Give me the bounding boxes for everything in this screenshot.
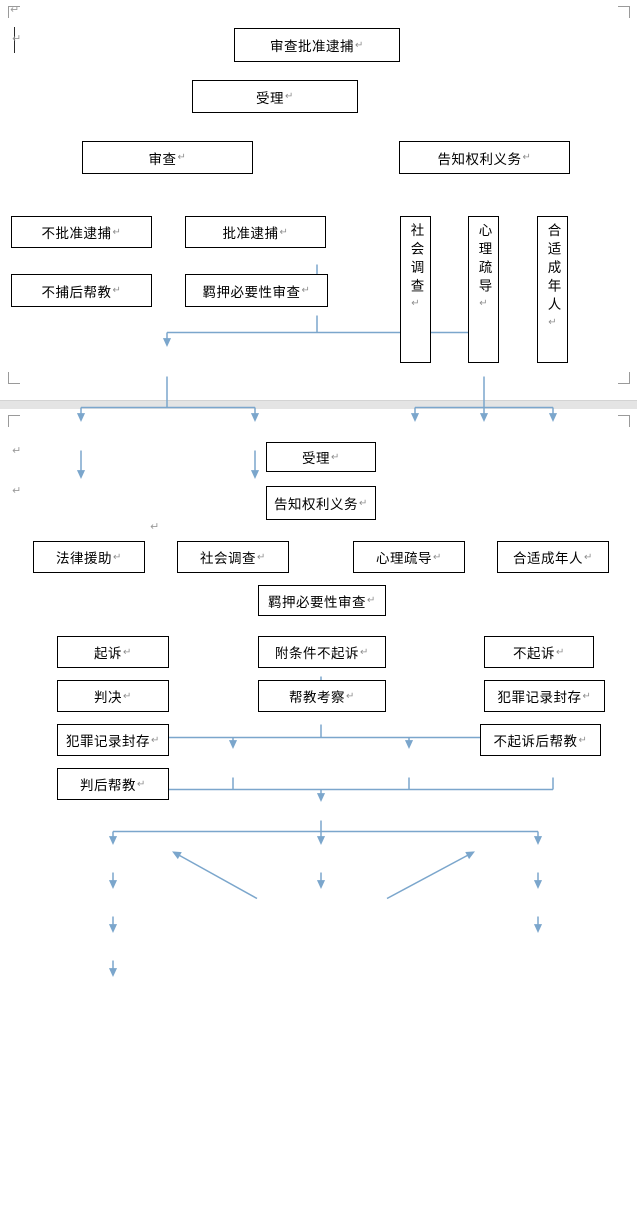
node-post-judgment-help[interactable]: 判后帮教↵ — [57, 768, 169, 800]
node-label: 判后帮教 — [80, 778, 137, 793]
node-label: 受理 — [256, 90, 285, 106]
node-suitable-adult[interactable]: 合适成年人↵ — [497, 541, 609, 573]
paragraph-mark: ↵ — [10, 3, 20, 16]
node-label: 判决 — [94, 690, 123, 705]
text-cursor-bar — [14, 27, 15, 53]
paragraph-mark: ↵ — [355, 39, 364, 51]
paragraph-mark: ↵ — [578, 734, 588, 746]
paragraph-mark: ↵ — [123, 646, 132, 658]
crop-mark-bottom-left — [8, 372, 20, 384]
paragraph-mark: ↵ — [113, 551, 122, 563]
paragraph-mark: ↵ — [582, 690, 592, 702]
node-no-approve-arrest[interactable]: 不批准逮捕↵ — [11, 216, 152, 248]
node-label: 不起诉 — [513, 646, 556, 661]
crop-mark-top-right — [618, 415, 630, 427]
node-label: 法律援助 — [56, 551, 113, 566]
node-post-no-arrest-help[interactable]: 不捕后帮教↵ — [11, 274, 152, 307]
node-label: 社会调查 — [200, 551, 257, 566]
node-non-prosecution[interactable]: 不起诉↵ — [484, 636, 594, 668]
node-label: 合适成年人 — [513, 551, 584, 566]
paragraph-mark: ↵ — [359, 497, 368, 509]
paragraph-mark: ↵ — [151, 734, 160, 746]
paragraph-mark: ↵ — [547, 316, 558, 333]
node-psych-counseling[interactable]: 心理疏导↵ — [468, 216, 499, 363]
paragraph-mark: ↵ — [12, 484, 22, 497]
paragraph-mark: ↵ — [257, 551, 266, 563]
node-label: 审查批准逮捕 — [270, 39, 355, 54]
node-prosecute[interactable]: 起诉↵ — [57, 636, 169, 668]
node-psych-counseling[interactable]: 心理疏导↵ — [353, 541, 465, 573]
paragraph-mark: ↵ — [12, 444, 22, 457]
node-label: 犯罪记录封存 — [66, 734, 151, 749]
paragraph-mark: ↵ — [285, 91, 294, 102]
node-label: 告知权利义务 — [437, 151, 522, 167]
node-criminal-record-sealing-left[interactable]: 犯罪记录封存↵ — [57, 724, 169, 756]
paragraph-mark: ↵ — [556, 646, 565, 658]
paragraph-mark: ↵ — [433, 551, 442, 563]
node-label: 审查 — [148, 151, 177, 167]
paragraph-mark: ↵ — [346, 690, 355, 702]
node-label: 不捕后帮教 — [41, 284, 112, 300]
paragraph-mark: ↵ — [123, 690, 132, 702]
node-custody-necessity-review[interactable]: 羁押必要性审查↵ — [185, 274, 328, 307]
paragraph-mark: ↵ — [112, 226, 122, 238]
paragraph-mark: ↵ — [360, 646, 369, 658]
node-custody-necessity-review[interactable]: 羁押必要性审查↵ — [258, 585, 386, 616]
node-review[interactable]: 审查↵ — [82, 141, 253, 174]
node-label: 心理疏导 — [376, 551, 433, 566]
node-notify-rights[interactable]: 告知权利义务↵ — [399, 141, 570, 174]
node-help-education-inspection[interactable]: 帮教考察↵ — [258, 680, 386, 712]
crop-mark-top-left — [8, 415, 20, 427]
node-label: 帮教考察 — [289, 690, 346, 705]
node-label: 犯罪记录封存 — [497, 690, 582, 705]
node-label: 不起诉后帮教 — [493, 734, 578, 749]
paragraph-mark: ↵ — [410, 298, 421, 314]
node-criminal-record-sealing-right[interactable]: 犯罪记录封存↵ — [484, 680, 605, 712]
paragraph-mark: ↵ — [522, 152, 532, 163]
node-label: 附条件不起诉 — [275, 646, 360, 661]
paragraph-mark: ↵ — [584, 551, 593, 563]
node-review-approve-arrest[interactable]: 审查批准逮捕↵ — [234, 28, 400, 62]
node-suitable-adult[interactable]: 合适成年人↵ — [537, 216, 568, 363]
node-social-survey[interactable]: 社会调查↵ — [177, 541, 289, 573]
node-label: 羁押必要性审查 — [202, 284, 301, 300]
node-accept[interactable]: 受理↵ — [266, 442, 376, 472]
paragraph-mark: ↵ — [137, 778, 146, 790]
document-page-one: ↵ ↵ — [0, 0, 637, 479]
paragraph-mark: ↵ — [112, 285, 122, 296]
node-judgment[interactable]: 判决↵ — [57, 680, 169, 712]
node-post-non-prosecution-help[interactable]: 不起诉后帮教↵ — [480, 724, 601, 756]
document-page-two: ↵ ↵ ↵ — [0, 409, 637, 977]
paragraph-mark: ↵ — [150, 520, 160, 533]
paragraph-mark: ↵ — [367, 595, 376, 606]
paragraph-mark: ↵ — [478, 298, 489, 314]
paragraph-mark: ↵ — [12, 32, 22, 45]
node-notify-rights[interactable]: 告知权利义务↵ — [266, 486, 376, 520]
node-legal-aid[interactable]: 法律援助↵ — [33, 541, 145, 573]
node-label: 羁押必要性审查 — [268, 594, 367, 610]
node-accept[interactable]: 受理↵ — [192, 80, 358, 113]
node-label: 告知权利义务 — [274, 497, 359, 512]
node-conditional-non-prosecution[interactable]: 附条件不起诉↵ — [258, 636, 386, 668]
paragraph-mark: ↵ — [279, 226, 289, 238]
node-label: 社会调查 — [408, 223, 424, 297]
crop-mark-top-right — [618, 6, 630, 18]
node-label: 合适成年人 — [545, 223, 561, 316]
node-approve-arrest[interactable]: 批准逮捕↵ — [185, 216, 326, 248]
node-label: 心理疏导 — [476, 223, 492, 297]
crop-mark-bottom-right — [618, 372, 630, 384]
paragraph-mark: ↵ — [177, 152, 187, 163]
node-social-survey[interactable]: 社会调查↵ — [400, 216, 431, 363]
paragraph-mark: ↵ — [331, 451, 340, 463]
chart-two-connectors — [84, 676, 558, 977]
paragraph-mark: ↵ — [301, 285, 311, 296]
node-label: 受理 — [302, 451, 331, 466]
node-label: 不批准逮捕 — [41, 226, 112, 241]
node-label: 批准逮捕 — [222, 226, 279, 241]
node-label: 起诉 — [94, 646, 123, 661]
